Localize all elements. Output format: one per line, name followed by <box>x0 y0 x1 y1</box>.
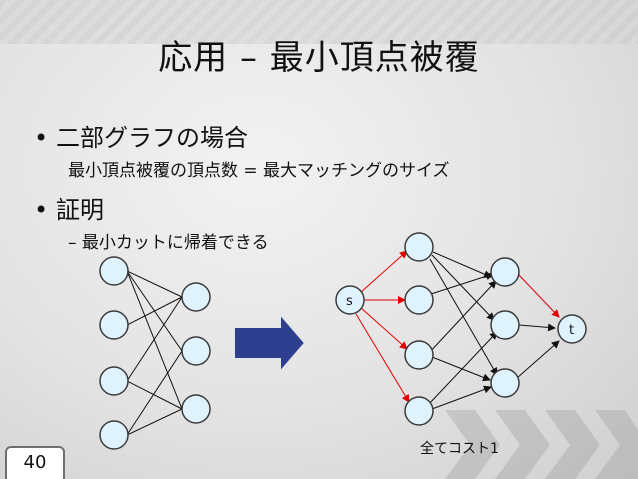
sink-edges <box>516 273 560 379</box>
decorative-top-band <box>0 0 638 44</box>
bullet-proof-sub: – 最小カットに帰着できる <box>68 233 269 253</box>
left-node-1 <box>99 256 129 286</box>
bullet-bipartite: •二部グラフの場合 <box>34 118 248 153</box>
source-label: s <box>346 294 353 309</box>
page-number: 40 <box>5 446 65 479</box>
sink-label: t <box>569 323 574 338</box>
source-edges <box>355 250 410 403</box>
flow-right-node-1 <box>490 257 520 287</box>
source-node <box>335 285 365 315</box>
bullet-bipartite-sub: 最小頂点被覆の頂点数 = 最大マッチングのサイズ <box>68 161 450 181</box>
flow-left-node-3 <box>404 340 434 370</box>
bullet-proof-text: 証明 <box>56 196 104 224</box>
slide-title: 応用 – 最小頂点被覆 <box>158 38 480 78</box>
bipartite-edges <box>126 270 183 436</box>
decorative-chevrons-icon <box>445 410 638 479</box>
flow-left-node-1 <box>404 232 434 262</box>
left-node-3 <box>99 366 129 396</box>
flow-left-node-2 <box>404 285 434 315</box>
flow-right-node-2 <box>490 310 520 340</box>
transform-arrow-icon <box>233 311 307 375</box>
bullet-icon: • <box>34 124 49 152</box>
flow-right-node-3 <box>490 368 520 398</box>
middle-edges <box>427 251 498 410</box>
right-node-3 <box>181 394 211 424</box>
bullet-icon: • <box>34 196 49 224</box>
sink-node <box>557 314 587 344</box>
left-node-4 <box>99 420 129 450</box>
bullet-bipartite-text: 二部グラフの場合 <box>56 124 248 152</box>
cost-note: 全てコスト1 <box>420 441 499 457</box>
left-node-2 <box>99 310 129 340</box>
bullet-proof: •証明 <box>34 190 104 225</box>
flow-left-node-4 <box>404 396 434 426</box>
right-node-1 <box>181 282 211 312</box>
right-node-2 <box>181 336 211 366</box>
